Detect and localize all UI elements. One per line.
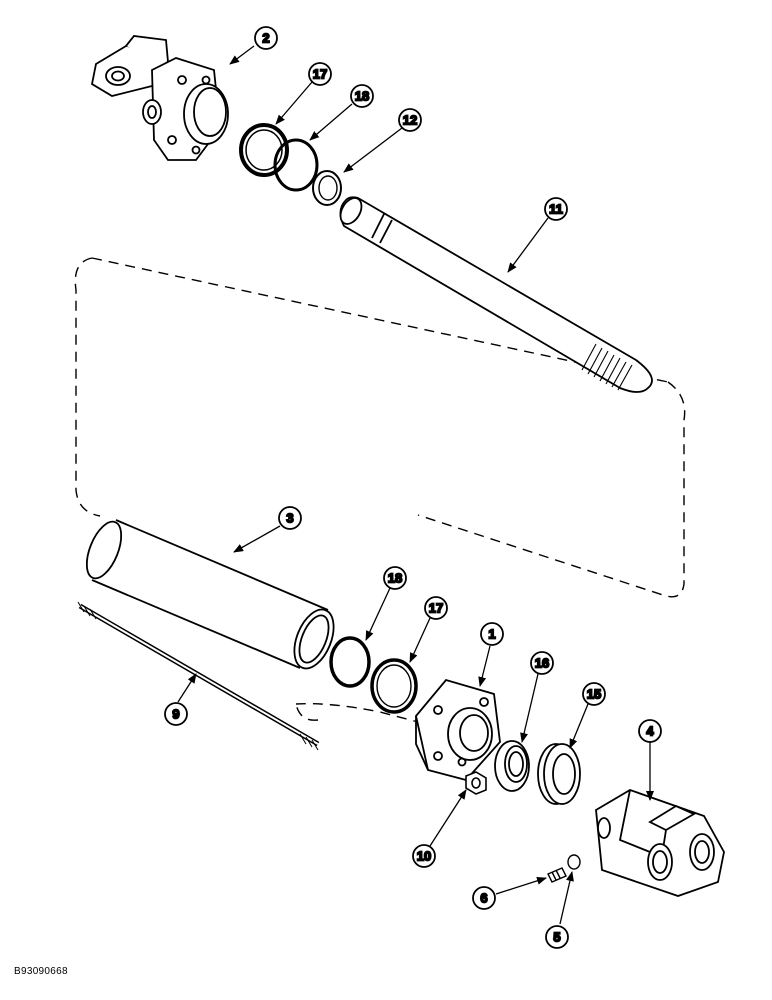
svg-text:11: 11	[549, 202, 563, 217]
svg-text:10: 10	[417, 849, 431, 864]
part-6-set-screw	[547, 867, 567, 883]
callout-12: 12	[398, 108, 422, 132]
svg-text:18: 18	[355, 89, 369, 104]
part-18-o-ring-bottom	[329, 636, 371, 688]
part-18-o-ring-top	[273, 138, 319, 192]
callout-2: 2	[254, 26, 278, 50]
callout-11: 11	[544, 197, 568, 221]
part-11-piston-rod	[339, 196, 653, 393]
callout-6: 6	[472, 886, 496, 910]
svg-text:12: 12	[403, 113, 417, 128]
svg-text:3: 3	[286, 511, 293, 526]
leader-lines	[177, 45, 654, 925]
callout-1: 1	[480, 622, 504, 646]
callout-15: 15	[582, 682, 606, 706]
assembly-outline	[74, 257, 686, 723]
part-1-cap-gland	[415, 678, 501, 782]
callout-5: 5	[545, 925, 569, 949]
part-4-clevis	[595, 789, 725, 897]
part-16-bushing	[494, 740, 530, 792]
part-15-rod-seal	[537, 743, 581, 805]
svg-text:15: 15	[587, 687, 601, 702]
part-12-seal-ring	[312, 170, 342, 206]
svg-text:16: 16	[535, 656, 549, 671]
callout-9: 9	[164, 702, 188, 726]
callout-18-top: 18	[350, 84, 374, 108]
part-17-backup-ring-bottom	[370, 658, 418, 714]
reference-code: B93090668	[14, 966, 68, 977]
callout-10: 10	[412, 844, 436, 868]
callout-18-bottom: 18	[383, 566, 407, 590]
svg-text:1: 1	[488, 627, 495, 642]
part-2-head-clevis	[90, 35, 229, 161]
part-17-backup-ring-top	[239, 123, 289, 177]
svg-text:6: 6	[480, 891, 487, 906]
part-9-tie-rod	[77, 601, 320, 751]
callout-4: 4	[638, 719, 662, 743]
svg-text:2: 2	[262, 31, 269, 46]
svg-text:5: 5	[553, 930, 560, 945]
callout-17-bottom: 17	[424, 596, 448, 620]
callout-17-top: 17	[308, 62, 332, 86]
part-10-nut	[465, 771, 487, 795]
svg-text:18: 18	[388, 571, 402, 586]
part-5-ball	[567, 854, 581, 870]
svg-text:9: 9	[172, 707, 179, 722]
svg-text:17: 17	[429, 601, 443, 616]
svg-text:17: 17	[313, 67, 327, 82]
svg-text:4: 4	[646, 724, 654, 739]
part-3-cylinder-barrel	[85, 519, 335, 670]
callout-3: 3	[278, 506, 302, 530]
callout-16: 16	[530, 651, 554, 675]
